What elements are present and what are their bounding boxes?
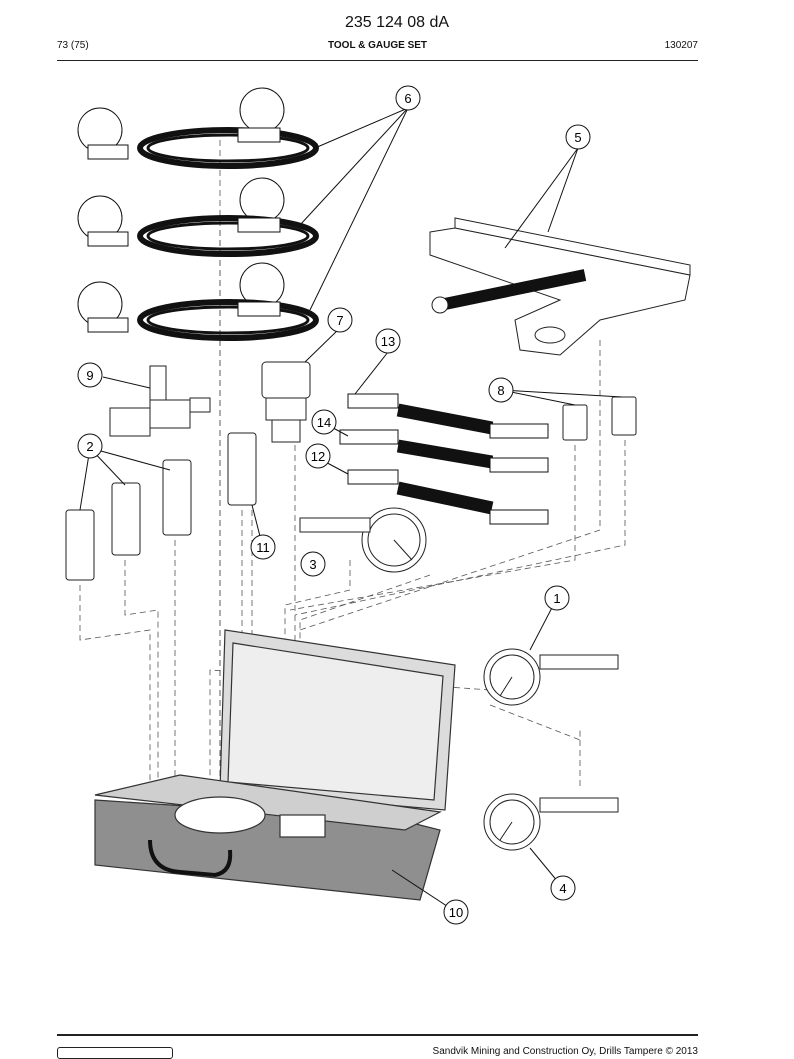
pressure-gauges (299, 507, 619, 851)
leader-lines (79, 107, 623, 913)
callout-13: 13 (375, 328, 401, 354)
callout-8: 8 (488, 377, 514, 403)
quick-couplings (65, 432, 257, 581)
tool-case (94, 629, 456, 901)
callout-5: 5 (565, 124, 591, 150)
tee-fitting (109, 365, 211, 437)
callout-7: 7 (327, 307, 353, 333)
svg-text:6: 6 (404, 91, 411, 106)
svg-text:10: 10 (449, 905, 463, 920)
svg-text:9: 9 (86, 368, 93, 383)
svg-text:1: 1 (553, 591, 560, 606)
svg-text:7: 7 (336, 313, 343, 328)
svg-text:4: 4 (559, 881, 566, 896)
callout-9: 9 (77, 362, 103, 388)
callout-10: 10 (443, 899, 469, 925)
page-number: 73 (75) (57, 40, 89, 51)
svg-text:11: 11 (256, 540, 270, 555)
test-hoses (339, 393, 549, 525)
callout-1: 1 (544, 585, 570, 611)
page-title: TOOL & GAUGE SET (327, 40, 428, 51)
callout-11: 11 (250, 534, 276, 560)
callout-14: 14 (311, 409, 337, 435)
svg-text:3: 3 (309, 557, 316, 572)
svg-text:14: 14 (317, 415, 331, 430)
footer-copyright: Sandvik Mining and Construction Oy, Dril… (432, 1046, 698, 1057)
header-divider (57, 60, 698, 61)
svg-text:8: 8 (497, 383, 504, 398)
footer-divider (57, 1034, 698, 1036)
plugs (562, 396, 637, 441)
hose-set (77, 87, 319, 341)
spanner-wrench (429, 217, 691, 356)
document-code: 235 124 08 dA (344, 14, 450, 31)
callout-4: 4 (550, 875, 576, 901)
header-row: 73 (75) TOOL & GAUGE SET 130207 (57, 40, 698, 56)
svg-text:5: 5 (574, 130, 581, 145)
svg-text:12: 12 (311, 449, 325, 464)
callout-12: 12 (305, 443, 331, 469)
callout-3: 3 (300, 551, 326, 577)
brand-logo (57, 1047, 173, 1059)
document-date: 130207 (664, 40, 698, 51)
adapter (261, 361, 311, 443)
svg-text:2: 2 (86, 439, 93, 454)
callout-balloons: 6 5 7 13 9 8 14 2 12 11 3 1 4 10 (77, 85, 591, 925)
svg-text:13: 13 (381, 334, 395, 349)
callout-2: 2 (77, 433, 103, 459)
callout-6: 6 (395, 85, 421, 111)
